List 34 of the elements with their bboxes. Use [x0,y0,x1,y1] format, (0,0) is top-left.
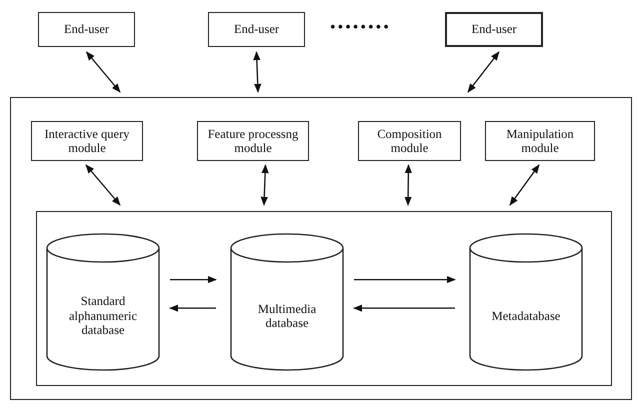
node-label: Manipulation module [505,126,575,156]
node-label: Standard alphanumeric database [68,294,138,338]
node-label: End-user [62,22,110,37]
arrow [169,304,216,312]
arrow [86,51,121,93]
user-box [445,12,543,47]
ellipsis-dots: •••••••• [330,19,391,37]
database-cylinder [470,234,582,370]
arrow [509,164,540,206]
system-frame [10,97,632,400]
system-frame [36,211,612,386]
node-label: Feature processng module [206,126,300,156]
arrow [253,51,262,93]
user-box [208,12,305,47]
arrow [467,51,500,93]
arrow [170,276,217,284]
database-cylinder [47,234,159,370]
arrow [353,304,455,312]
user-box [38,12,135,47]
node-label: End-user [232,22,280,37]
module-box [485,121,595,161]
module-box [358,121,461,161]
arrow [85,164,121,206]
arrow [260,164,269,206]
node-label: Metadatabase [490,308,562,324]
node-label: Multimedia database [256,302,318,330]
arrow [354,276,456,284]
node-label: Composition module [376,126,443,156]
database-cylinder [231,234,343,370]
module-box [197,121,309,161]
module-box [31,121,143,161]
node-label: End-user [470,22,518,37]
arrow [404,164,412,206]
node-label: Interactive query module [43,126,131,156]
